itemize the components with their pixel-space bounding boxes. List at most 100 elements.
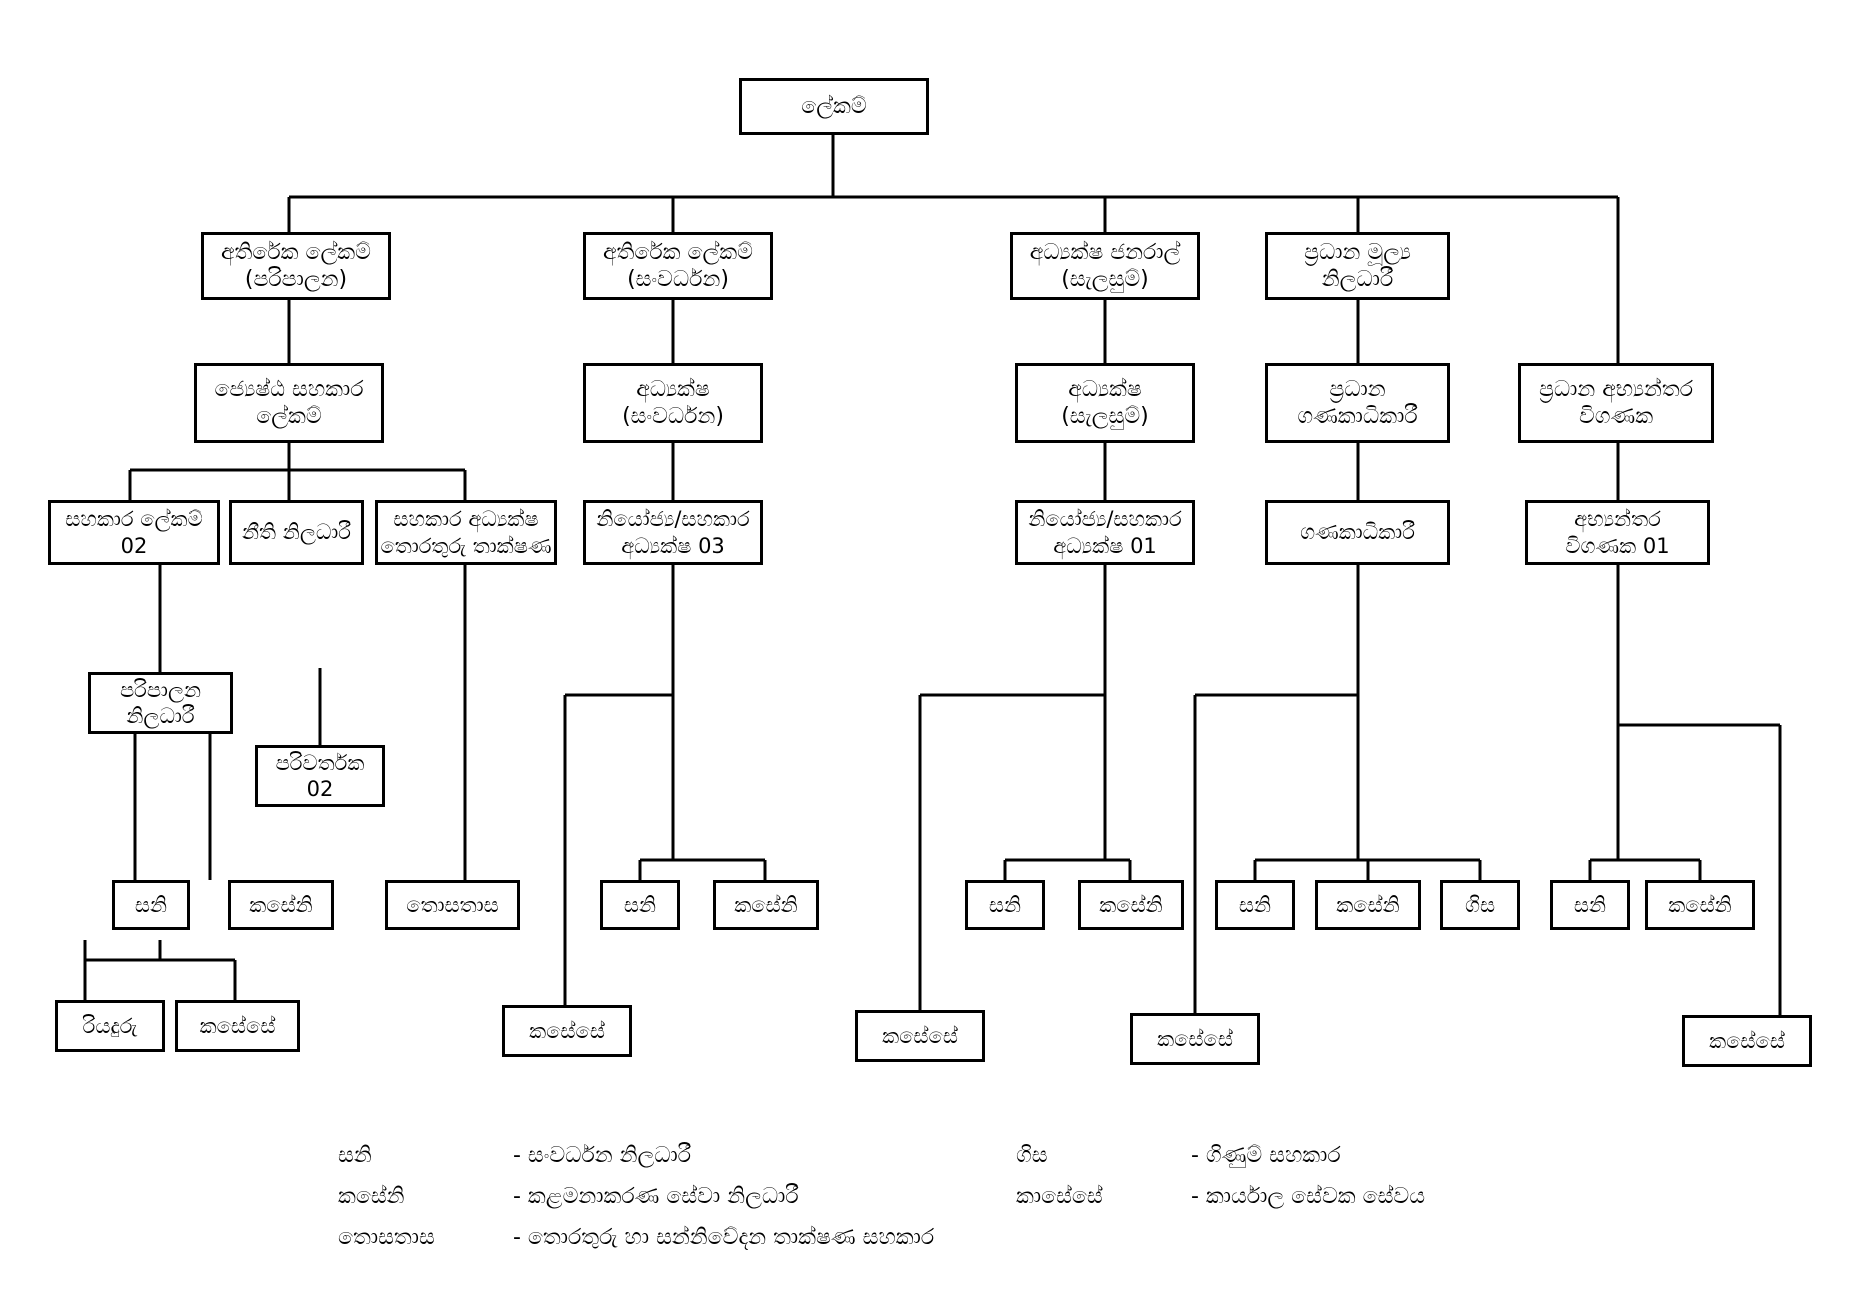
node-label: ගිස <box>1464 892 1496 917</box>
node-driver[interactable]: රියදුරු <box>55 1000 165 1052</box>
node-additional-secretary-administration[interactable]: අතිරේක ලේකම් (පරිපාලන) <box>201 232 391 300</box>
node-sani-audit[interactable]: සනි <box>1550 880 1630 930</box>
node-label-line1: ප්‍රධාන අභ්‍යන්තර <box>1538 376 1694 402</box>
node-kasese-development[interactable]: කසේසේ <box>502 1005 632 1057</box>
node-label-line2: (සැලසුම්) <box>1061 267 1149 292</box>
legend-expansion-kasese: - කාර්යාල සේවක සේවය <box>1191 1184 1426 1209</box>
node-kaseni-finance[interactable]: කසේනි <box>1315 880 1421 930</box>
legend-right-column: ගිස - ගිණුම් සහකාර කාසේසේ - කාර්යාල සේවක… <box>1016 1143 1425 1209</box>
node-gisa[interactable]: ගිස <box>1440 880 1520 930</box>
legend-expansion-thosathasa: - තොරතුරු හා සන්නිවේදන තාක්ෂණ සහකාර <box>513 1225 935 1250</box>
node-label-line2: 02 <box>306 777 334 801</box>
node-label-line2: ලේකම් <box>256 404 322 429</box>
node-chief-accountant[interactable]: ප්‍රධාන ගණකාධිකාරී <box>1265 363 1450 443</box>
node-label: ලේකම් <box>801 93 867 119</box>
node-label-line2: ගණකාධිකාරී <box>1297 404 1418 429</box>
node-label-line1: අධ්‍යක්ෂ <box>636 376 710 402</box>
node-deputy-assistant-director-03[interactable]: නියෝජ්‍ය/සහකාර අධ්‍යක්ෂ 03 <box>583 500 763 565</box>
node-label: නීති නිලධාරී <box>241 520 351 545</box>
node-sani-finance[interactable]: සනි <box>1215 880 1295 930</box>
node-label-line2: නිලධාරී <box>1321 267 1394 292</box>
node-sani-development[interactable]: සනි <box>600 880 680 930</box>
node-deputy-assistant-director-01[interactable]: නියෝජ්‍ය/සහකාර අධ්‍යක්ෂ 01 <box>1015 500 1195 565</box>
node-label: කසේනි <box>1668 892 1732 917</box>
node-label: සනි <box>1573 892 1607 917</box>
node-label-line1: පරිපාලන <box>119 677 202 702</box>
node-secretary[interactable]: ලේකම් <box>739 78 929 135</box>
node-label-line1: නියෝජ්‍ය/සහකාර <box>1028 507 1182 532</box>
node-director-planning[interactable]: අධ්‍යක්ෂ (සැලසුම්) <box>1015 363 1195 443</box>
legend-expansion-sani: - සංවර්ධන නිලධාරී <box>513 1143 692 1168</box>
legend-abbr-kasese: කාසේසේ <box>1016 1184 1103 1209</box>
node-label: කසේසේ <box>1157 1026 1233 1051</box>
node-chief-financial-officer[interactable]: ප්‍රධාන මූල්‍ය නිලධාරී <box>1265 232 1450 300</box>
node-label: රියදුරු <box>82 1013 138 1038</box>
node-label: කසේසේ <box>882 1023 958 1048</box>
legend-abbr-sani: සනි <box>338 1143 372 1168</box>
legend-abbr-gisa: ගිස <box>1016 1143 1048 1168</box>
node-label: කසේසේ <box>1709 1028 1785 1053</box>
node-label-line2: නිලධාරී <box>126 704 195 728</box>
node-label: සනි <box>623 892 657 917</box>
node-label-line1: අභ්‍යන්තර <box>1574 507 1661 532</box>
legend-abbr-kaseni: කසේනි <box>338 1184 405 1209</box>
node-label-line2: 02 <box>120 533 148 558</box>
node-assistant-secretary[interactable]: සහකාර ලේකම් 02 <box>48 500 220 565</box>
node-label: කසේනි <box>249 892 313 917</box>
node-label-line1: නියෝජ්‍ය/සහකාර <box>596 507 750 532</box>
node-label-line2: (පරිපාලන) <box>244 267 348 292</box>
node-label: සනි <box>1238 892 1272 917</box>
node-label-line2: අධ්‍යක්ෂ 01 <box>1053 533 1157 558</box>
node-label-line1: පරිවර්තක <box>275 750 365 775</box>
node-label-line1: අධ්‍යක්ෂ <box>1068 376 1142 402</box>
node-label: කසේසේ <box>529 1018 605 1043</box>
node-kasese-audit[interactable]: කසේසේ <box>1682 1015 1812 1067</box>
node-administrative-officer[interactable]: පරිපාලන නිලධාරී <box>88 672 233 734</box>
node-chief-internal-auditor[interactable]: ප්‍රධාන අභ්‍යන්තර විගණක <box>1518 363 1714 443</box>
node-label-line1: සහකාර ලේකම් <box>65 507 203 532</box>
node-label: කසේනි <box>1336 892 1400 917</box>
node-kasese-admin[interactable]: කසේසේ <box>175 1000 300 1052</box>
node-kaseni-audit[interactable]: කසේනි <box>1645 880 1755 930</box>
node-label-line1: ජ්‍යෙෂ්ඨ සහකාර <box>214 376 364 402</box>
node-label-line1: සහකාර අධ්‍යක්ෂ <box>393 507 539 532</box>
node-label: කසේනි <box>1099 892 1163 917</box>
legend-abbr-thosathasa: තොසතාස <box>338 1225 435 1250</box>
legend-expansion-kaseni: - කළමනාකරණ සේවා නිලධාරී <box>513 1184 799 1209</box>
node-accountant[interactable]: ගණකාධිකාරී <box>1265 500 1450 565</box>
node-thosathasa[interactable]: තොසතාස <box>385 880 520 930</box>
node-label-line2: අධ්‍යක්ෂ 03 <box>621 533 725 558</box>
node-sani-planning[interactable]: සනි <box>965 880 1045 930</box>
legend-left-column: සනි - සංවර්ධන නිලධාරී කසේනි - කළමනාකරණ ස… <box>338 1143 934 1250</box>
node-internal-auditor-01[interactable]: අභ්‍යන්තර විගණක 01 <box>1525 500 1710 565</box>
node-kaseni-development[interactable]: කසේනි <box>713 880 819 930</box>
node-senior-assistant-secretary[interactable]: ජ්‍යෙෂ්ඨ සහකාර ලේකම් <box>194 363 384 443</box>
node-kasese-finance[interactable]: කසේසේ <box>1130 1013 1260 1065</box>
node-additional-secretary-development[interactable]: අතිරේක ලේකම් (සංවර්ධන) <box>583 232 773 300</box>
node-label-line2: (සංවර්ධන) <box>627 267 729 292</box>
node-label-line1: අතිරේක ලේකම් <box>221 239 371 265</box>
node-label-line2: තොරතුරු තාක්ෂණ <box>380 533 552 558</box>
node-translator[interactable]: පරිවර්තක 02 <box>255 745 385 807</box>
node-legal-officer[interactable]: නීති නිලධාරී <box>229 500 364 565</box>
legend-expansion-gisa: - ගිණුම් සහකාර <box>1191 1143 1341 1168</box>
node-label-line1: අතිරේක ලේකම් <box>603 239 753 265</box>
node-director-general-planning[interactable]: අධ්‍යක්ෂ ජනරාල් (සැලසුම්) <box>1010 232 1200 300</box>
node-label: සනි <box>134 892 168 917</box>
node-label-line1: ප්‍රධාන මූල්‍ය <box>1304 239 1411 265</box>
node-label: ගණකාධිකාරී <box>1300 520 1415 545</box>
node-label-line2: විගණක 01 <box>1565 533 1670 558</box>
node-label: සනි <box>988 892 1022 917</box>
node-label: කසේසේ <box>199 1013 276 1038</box>
node-assistant-director-it[interactable]: සහකාර අධ්‍යක්ෂ තොරතුරු තාක්ෂණ <box>375 500 557 565</box>
node-label: තොසතාස <box>406 892 499 917</box>
node-director-development[interactable]: අධ්‍යක්ෂ (සංවර්ධන) <box>583 363 763 443</box>
node-label-line1: අධ්‍යක්ෂ ජනරාල් <box>1029 239 1181 265</box>
node-kaseni-admin[interactable]: කසේනි <box>228 880 334 930</box>
node-label-line2: (සැලසුම්) <box>1061 404 1149 429</box>
node-sani-admin[interactable]: සනි <box>112 880 190 930</box>
node-kasese-planning[interactable]: කසේසේ <box>855 1010 985 1062</box>
node-kaseni-planning[interactable]: කසේනි <box>1078 880 1184 930</box>
